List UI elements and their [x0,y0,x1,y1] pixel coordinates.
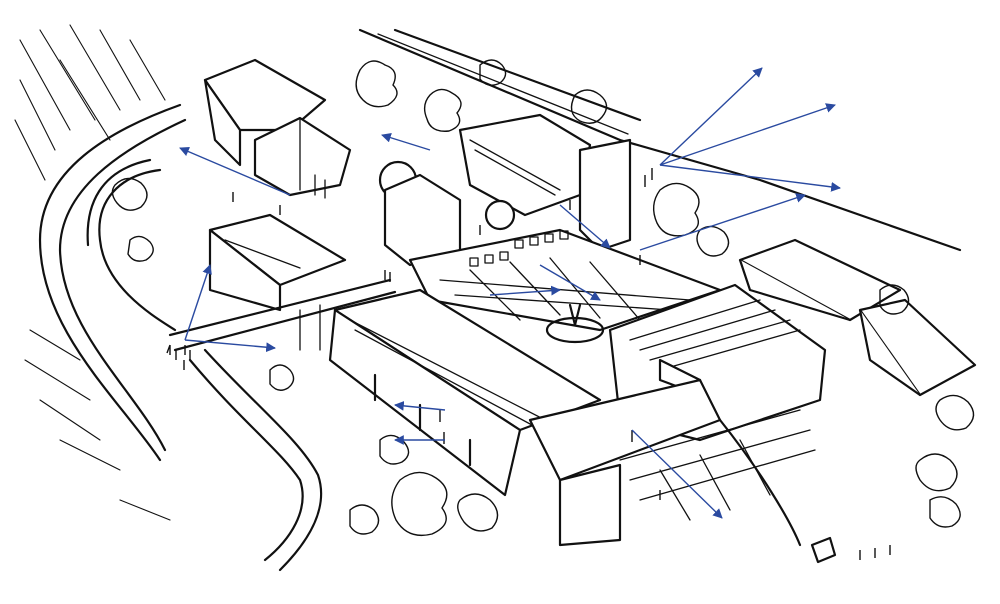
hillside-hatching [14,24,171,521]
entrance-block [528,378,816,547]
right-houses [738,238,977,397]
west-block [208,213,347,312]
central-tower [378,113,632,267]
winding-road [38,103,323,572]
front-block [328,288,602,497]
window-grid [469,230,569,267]
small-shed [810,536,837,564]
people-figures [166,168,891,560]
bridge [168,278,397,352]
sightline-arrows [179,67,841,519]
pitched-roof-houses [203,58,352,199]
trees [111,59,975,537]
